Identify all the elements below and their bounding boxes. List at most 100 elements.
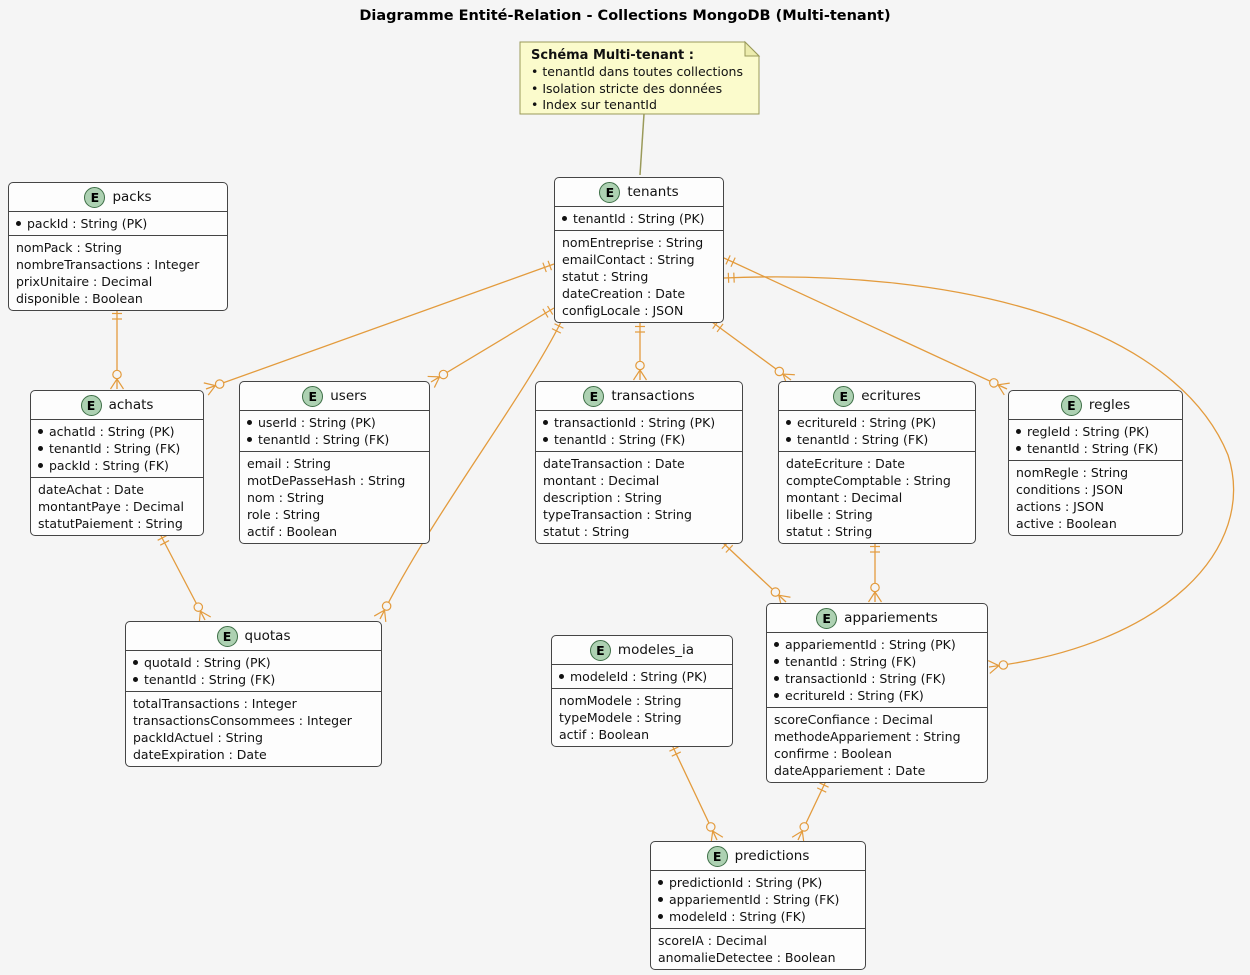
entity-key-section: userId : String (PK) tenantId : String (F…	[240, 411, 429, 452]
bullet-icon	[247, 420, 252, 425]
attr-field: dateAppariement : Date	[774, 763, 926, 778]
key-field-text: tenantId : String (FK)	[258, 432, 390, 447]
entity-key-section: regleId : String (PK)tenantId : String (…	[1009, 420, 1182, 461]
crowfoot-icon	[997, 382, 1010, 386]
bullet-icon	[658, 880, 663, 885]
attr-field: nomEntreprise : String	[562, 235, 704, 250]
crowfoot-icon	[782, 373, 795, 376]
entity-name: predictions	[734, 847, 810, 864]
entity-badge-icon: E	[80, 394, 102, 416]
zero-circle-icon	[770, 587, 781, 597]
key-field: tenantId : String (FK)	[1016, 440, 1175, 457]
key-field: quotaId : String (PK)	[133, 654, 374, 671]
crowfoot-icon	[867, 591, 876, 603]
crowfoot-icon	[987, 660, 1000, 667]
crowfoot-icon	[203, 382, 216, 387]
one-tick-icon	[716, 323, 724, 333]
diagram-title: Diagramme Entité-Relation - Collections …	[359, 8, 891, 24]
zero-circle-icon	[998, 660, 1009, 670]
attr-field: typeTransaction : String	[543, 507, 692, 522]
attr-field: packIdActuel : String	[133, 730, 263, 745]
crowfoot-icon	[791, 830, 803, 838]
attr-field: statutPaiement : String	[38, 516, 183, 531]
entity-name: regles	[1088, 396, 1131, 413]
one-tick-icon	[554, 323, 564, 329]
one-tick-icon	[730, 257, 736, 267]
zero-circle-icon	[112, 369, 122, 380]
entity-name: ecritures	[861, 387, 921, 404]
crowfoot-icon	[116, 378, 125, 390]
key-field-text: tenantId : String (FK)	[144, 672, 276, 687]
key-field-text: ecritureId : String (PK)	[797, 415, 937, 430]
multitenant-note: Schéma Multi-tenant : • tenantId dans to…	[520, 42, 757, 114]
bullet-icon	[16, 221, 21, 226]
entity-name: modeles_ia	[617, 641, 695, 658]
attr-field: actions : JSON	[1016, 499, 1104, 514]
crowfoot-icon	[433, 376, 441, 388]
entity-badge-icon: E	[706, 845, 728, 867]
key-field: tenantId : String (FK)	[38, 440, 196, 457]
key-field: regleId : String (PK)	[1016, 423, 1175, 440]
key-field-text: appariementId : String (PK)	[785, 637, 956, 652]
attr-field: nomPack : String	[16, 240, 122, 255]
key-field-text: achatId : String (PK)	[49, 424, 175, 439]
attr-field: dateCreation : Date	[562, 286, 686, 301]
entity-key-section: ecritureId : String (PK) tenantId : Strin…	[779, 411, 975, 452]
attr-field: disponible : Boolean	[16, 291, 143, 306]
zero-circle-icon	[214, 379, 225, 389]
key-field: packId : String (PK)	[16, 215, 220, 232]
key-field-text: transactionId : String (PK)	[554, 415, 716, 430]
bullet-icon	[658, 914, 663, 919]
entity-key-section: predictionId : String (PK)appariementId …	[651, 871, 865, 929]
bullet-icon	[38, 446, 43, 451]
attr-field: confirme : Boolean	[774, 746, 892, 761]
one-tick-icon	[816, 787, 827, 793]
entity-key-section: quotaId : String (PK) tenantId : String (…	[126, 651, 381, 692]
bullet-icon	[774, 659, 779, 664]
key-field: tenantId : String (FK)	[133, 671, 374, 688]
attr-field: role : String	[247, 507, 321, 522]
key-field-text: tenantId : String (FK)	[554, 432, 686, 447]
bullet-icon	[774, 642, 779, 647]
one-tick-icon	[159, 540, 170, 546]
attr-field: configLocale : JSON	[562, 303, 684, 318]
bullet-icon	[247, 437, 252, 442]
crowfoot-icon	[874, 591, 883, 603]
bullet-icon	[543, 437, 548, 442]
key-field-text: quotaId : String (PK)	[144, 655, 271, 670]
one-tick-icon	[157, 535, 167, 541]
key-field: transactionId : String (PK)	[543, 414, 735, 431]
attr-field: scoreIA : Decimal	[658, 933, 767, 948]
edge-tenants-appariements	[723, 276, 1235, 668]
crowfoot-icon	[710, 830, 714, 843]
key-field-text: predictionId : String (PK)	[669, 875, 823, 890]
one-tick-icon	[669, 746, 679, 752]
zero-circle-icon	[705, 822, 716, 832]
note-line: • tenantId dans toutes collections	[531, 64, 743, 79]
bullet-icon	[786, 420, 791, 425]
bullet-icon	[133, 660, 138, 665]
one-tick-icon	[819, 782, 829, 788]
key-field: modeleId : String (FK)	[658, 908, 858, 925]
bullet-icon	[543, 420, 548, 425]
crowfoot-icon	[207, 385, 216, 396]
key-field-text: userId : String (PK)	[258, 415, 376, 430]
attr-field: conditions : JSON	[1016, 482, 1124, 497]
key-field-text: tenantId : String (FK)	[797, 432, 929, 447]
bullet-icon	[562, 216, 567, 221]
bullet-icon	[1016, 446, 1021, 451]
key-field: packId : String (FK)	[38, 457, 196, 474]
entity-name: quotas	[244, 627, 291, 644]
